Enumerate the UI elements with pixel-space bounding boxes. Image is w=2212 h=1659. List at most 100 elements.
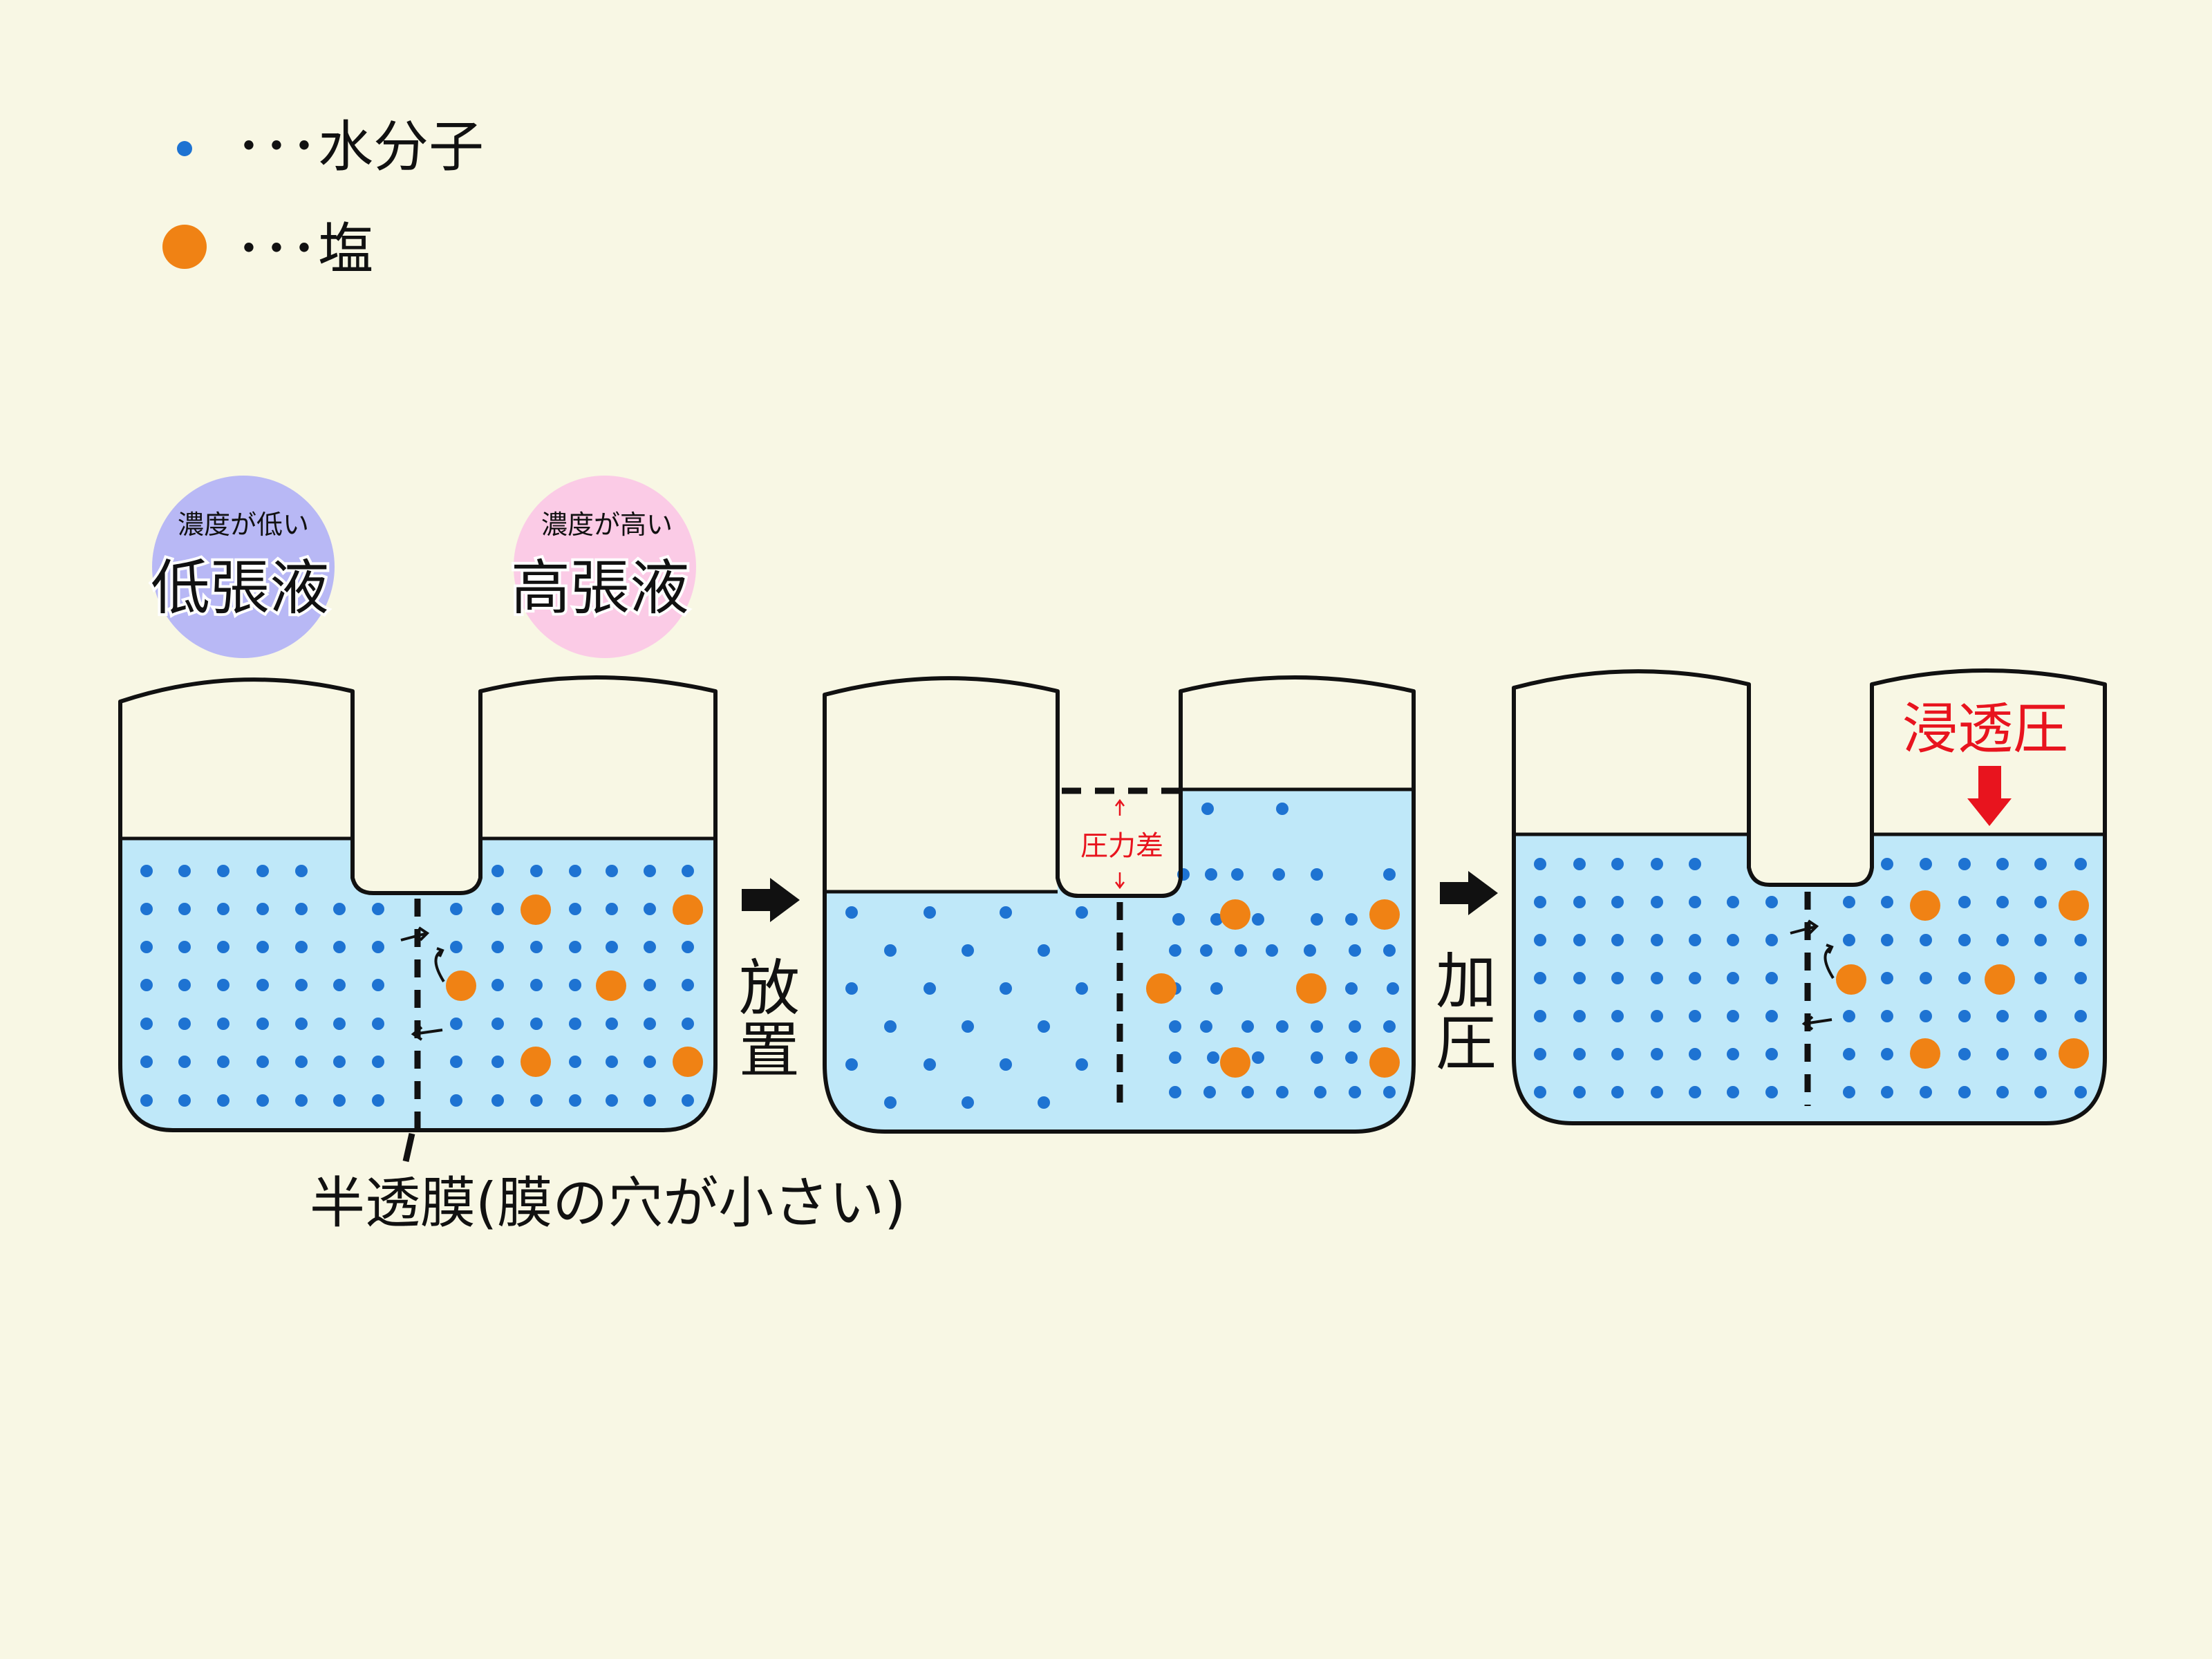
water-molecule bbox=[1611, 1086, 1624, 1098]
water-molecule bbox=[1000, 982, 1012, 995]
water-molecule bbox=[1689, 1048, 1701, 1060]
water-molecule bbox=[1996, 1086, 2009, 1098]
water-molecule bbox=[962, 1020, 974, 1033]
salt-particle bbox=[1296, 973, 1327, 1004]
water-molecule bbox=[606, 903, 618, 915]
pressure-difference-label: 圧力差 bbox=[1080, 830, 1163, 862]
water-molecule bbox=[1314, 1086, 1327, 1098]
vessel-outline bbox=[823, 675, 1416, 1134]
water-molecule bbox=[1534, 858, 1546, 870]
water-molecule bbox=[644, 1094, 656, 1107]
water-molecule bbox=[569, 903, 581, 915]
water-molecule bbox=[217, 903, 229, 915]
water-molecule bbox=[1611, 896, 1624, 908]
water-molecule bbox=[1241, 1086, 1254, 1098]
salt-icon bbox=[162, 225, 207, 269]
water-molecule bbox=[295, 1018, 308, 1030]
water-molecule bbox=[1689, 1086, 1701, 1098]
water-molecule bbox=[1958, 934, 1971, 946]
water-molecule bbox=[1996, 858, 2009, 870]
water-molecule bbox=[1996, 1010, 2009, 1022]
water-molecule bbox=[491, 979, 504, 991]
water-molecule bbox=[256, 903, 269, 915]
water-molecule bbox=[372, 979, 384, 991]
water-molecule bbox=[884, 1020, 897, 1033]
water-molecule bbox=[1651, 1086, 1663, 1098]
water-molecule bbox=[1996, 1048, 2009, 1060]
hypertonic-subtitle: 濃度が高い bbox=[541, 509, 673, 540]
particles bbox=[140, 865, 703, 1107]
water-molecule bbox=[295, 979, 308, 991]
water-molecule bbox=[1276, 803, 1288, 815]
water-molecule bbox=[1843, 934, 1855, 946]
water-molecule bbox=[606, 941, 618, 953]
water-molecule bbox=[1727, 934, 1739, 946]
water-molecule bbox=[1920, 1086, 1932, 1098]
water-molecule bbox=[1349, 1020, 1361, 1033]
water-molecule bbox=[1169, 944, 1181, 957]
salt-particle bbox=[596, 971, 626, 1001]
water-molecule bbox=[217, 979, 229, 991]
water-molecule bbox=[2074, 858, 2087, 870]
particles bbox=[845, 803, 1400, 1109]
salt-particle bbox=[1146, 973, 1177, 1004]
water-molecule bbox=[1727, 1010, 1739, 1022]
water-molecule bbox=[2034, 934, 2047, 946]
water-molecule bbox=[2034, 972, 2047, 984]
water-molecule bbox=[295, 1094, 308, 1107]
water-molecule bbox=[1172, 913, 1185, 926]
vessel-pressurized: 浸透圧 bbox=[1512, 668, 2107, 1125]
membrane-pointer bbox=[402, 1133, 415, 1162]
water-molecule bbox=[1207, 1051, 1219, 1064]
water-molecule bbox=[295, 903, 308, 915]
water-molecule bbox=[2034, 1048, 2047, 1060]
water-molecule bbox=[1958, 1010, 1971, 1022]
water-molecule bbox=[1311, 868, 1323, 881]
water-molecule bbox=[924, 982, 936, 995]
water-molecule bbox=[1252, 1051, 1264, 1064]
water-molecule bbox=[606, 1056, 618, 1068]
water-molecule bbox=[1881, 1086, 1893, 1098]
water-molecule bbox=[217, 1018, 229, 1030]
pressure-difference-arrows bbox=[1115, 798, 1125, 890]
water-molecule bbox=[644, 1056, 656, 1068]
water-molecule bbox=[491, 1018, 504, 1030]
water-molecule bbox=[1727, 1048, 1739, 1060]
water-molecule bbox=[2034, 1086, 2047, 1098]
water-molecule bbox=[217, 941, 229, 953]
water-molecule bbox=[1689, 1010, 1701, 1022]
water-molecule bbox=[1573, 972, 1586, 984]
water-molecule bbox=[1383, 1086, 1396, 1098]
water-molecule bbox=[1996, 896, 2009, 908]
water-molecule bbox=[256, 979, 269, 991]
water-molecule bbox=[1689, 934, 1701, 946]
water-molecule bbox=[569, 865, 581, 877]
water-molecule bbox=[2074, 972, 2087, 984]
water-molecule bbox=[1611, 972, 1624, 984]
step-leave-char-1: 放 bbox=[739, 953, 800, 1024]
water-molecule bbox=[1304, 944, 1316, 957]
water-molecule bbox=[569, 1018, 581, 1030]
water-molecule bbox=[1311, 1020, 1323, 1033]
water-molecule bbox=[256, 1056, 269, 1068]
water-molecule bbox=[1252, 913, 1264, 926]
water-molecule bbox=[1958, 896, 1971, 908]
water-molecule bbox=[2074, 1086, 2087, 1098]
water-molecule bbox=[1843, 896, 1855, 908]
salt-particle bbox=[521, 1047, 551, 1077]
salt-particle bbox=[1369, 899, 1400, 930]
hypotonic-subtitle: 濃度が低い bbox=[178, 509, 309, 540]
water-molecule bbox=[606, 1094, 618, 1107]
water-molecule bbox=[333, 1056, 346, 1068]
water-molecule bbox=[178, 941, 191, 953]
water-molecule bbox=[884, 944, 897, 957]
water-molecule bbox=[1534, 1086, 1546, 1098]
water-molecule bbox=[1573, 896, 1586, 908]
water-molecule bbox=[140, 903, 153, 915]
water-molecule bbox=[140, 941, 153, 953]
water-molecule bbox=[140, 865, 153, 877]
water-molecule bbox=[333, 903, 346, 915]
salt-particle bbox=[1910, 1038, 1940, 1069]
water-molecule bbox=[491, 865, 504, 877]
water-molecule bbox=[1920, 972, 1932, 984]
